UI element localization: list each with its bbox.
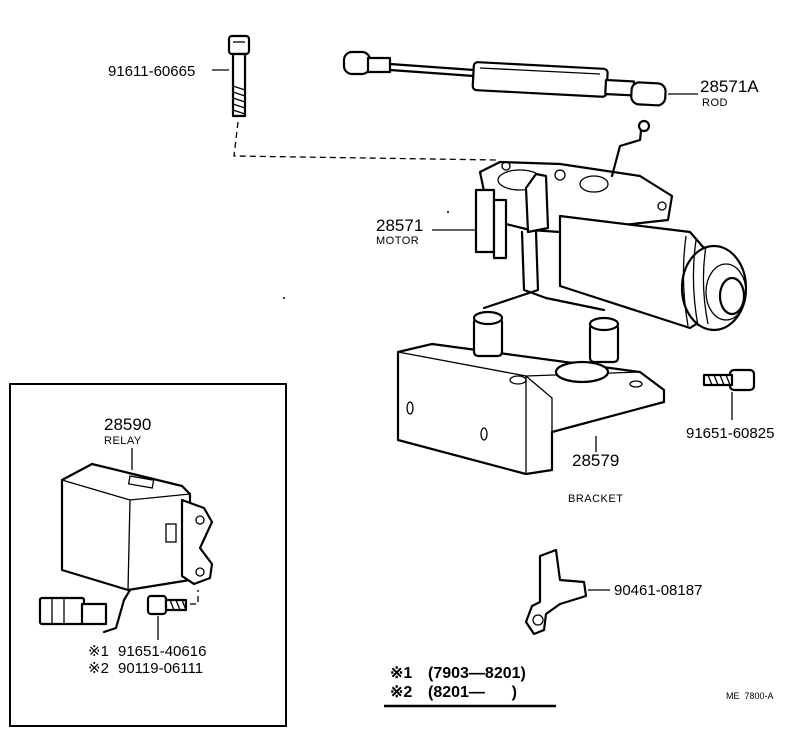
motor-caption: MOTOR bbox=[376, 235, 419, 247]
relay-bolt-2-part-number: 90119-06111 bbox=[118, 660, 203, 677]
clip-part-number: 90461-08187 bbox=[614, 582, 702, 599]
legend-row2-mark: ※2 bbox=[390, 684, 412, 701]
bracket-part-number: 28579 bbox=[572, 451, 619, 470]
relay-bolt-1-part-number: 91651-40616 bbox=[118, 643, 206, 660]
bolt-top bbox=[212, 34, 251, 118]
rod bbox=[342, 50, 698, 107]
legend-row1-range: (7903—8201) bbox=[428, 665, 526, 682]
speck bbox=[283, 297, 285, 299]
diagram-code: ME 7800-A bbox=[726, 691, 774, 701]
relay-bolt-1-mark: ※1 bbox=[88, 643, 109, 660]
speck bbox=[447, 211, 449, 213]
legend-row2-range: (8201— ) bbox=[428, 684, 517, 701]
bolt-to-motor-dashed-line bbox=[233, 121, 499, 161]
rod-caption: ROD bbox=[702, 97, 728, 109]
motor bbox=[474, 119, 748, 332]
bolt-top-part-number: 91611-60665 bbox=[108, 63, 195, 80]
legend-row1-mark: ※1 bbox=[390, 665, 412, 682]
relay-bolt-2-mark: ※2 bbox=[88, 660, 109, 677]
relay bbox=[38, 462, 214, 634]
rod-part-number: 28571A bbox=[700, 77, 759, 96]
clip bbox=[524, 548, 610, 636]
bracket-caption: BRACKET bbox=[568, 493, 623, 505]
relay-inset-frame bbox=[9, 383, 287, 727]
relay-part-number: 28590 bbox=[104, 415, 151, 434]
motor-part-number: 28571 bbox=[376, 216, 423, 235]
bracket-bolt-part-number: 91651-60825 bbox=[686, 425, 774, 442]
bracket bbox=[396, 310, 666, 476]
relay-caption: RELAY bbox=[104, 435, 142, 447]
bracket-bolt bbox=[702, 368, 756, 420]
